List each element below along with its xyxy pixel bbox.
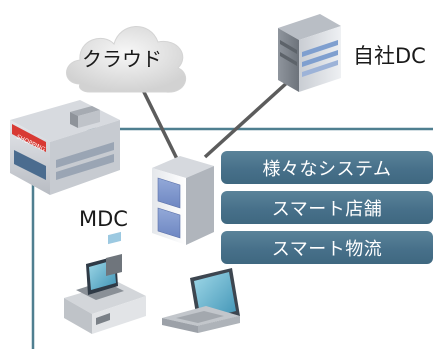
system-pill-smart-store: スマート店舗 bbox=[221, 191, 433, 224]
system-pill-smart-logistics: スマート物流 bbox=[221, 231, 433, 264]
link-dc-mdc bbox=[203, 78, 292, 159]
cloud-icon bbox=[66, 26, 187, 93]
link-cloud-mdc bbox=[138, 83, 182, 166]
cloud-label: クラウド bbox=[82, 47, 162, 71]
micro-datacenter-rack-icon bbox=[152, 156, 214, 245]
pos-register-icon bbox=[64, 231, 146, 334]
system-pill-various: 様々なシステム bbox=[221, 151, 433, 184]
network-links bbox=[138, 78, 292, 166]
laptop-icon bbox=[162, 268, 240, 333]
mdc-label: MDC bbox=[79, 207, 128, 231]
own-dc-label: 自社DC bbox=[353, 44, 426, 68]
shopping-store-icon: SHOPPING bbox=[10, 100, 120, 195]
server-tower-icon bbox=[278, 14, 341, 92]
